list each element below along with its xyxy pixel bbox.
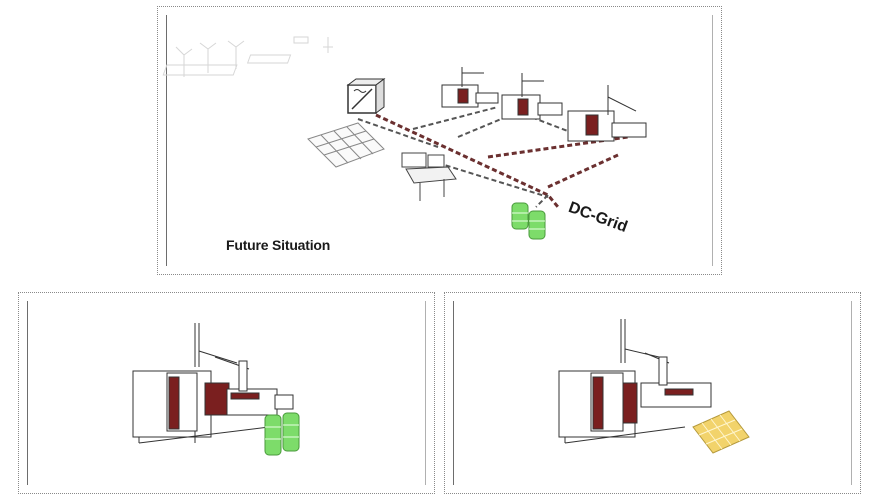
future-situation-panel: Future Situation DC-Grid bbox=[157, 6, 722, 275]
panel-frame bbox=[166, 15, 713, 266]
wind-turbines-icon bbox=[162, 36, 333, 77]
machine-icon bbox=[132, 323, 294, 444]
solar-machine-diagram bbox=[558, 319, 750, 454]
future-situation-diagram bbox=[162, 36, 647, 240]
machine-icon bbox=[558, 319, 712, 444]
panel-frame bbox=[27, 301, 426, 485]
dc-grid-lines bbox=[357, 106, 629, 208]
control-station-icon bbox=[401, 152, 457, 201]
battery-machine-panel bbox=[18, 292, 435, 494]
battery-icon bbox=[511, 202, 546, 240]
panel-frame bbox=[453, 301, 852, 485]
solar-panel-icon bbox=[307, 122, 385, 168]
solar-panel-icon bbox=[692, 410, 750, 454]
inverter-box-icon bbox=[346, 78, 386, 114]
battery-machine-diagram bbox=[132, 323, 300, 456]
solar-machine-panel bbox=[444, 292, 861, 494]
battery-icon bbox=[264, 412, 300, 456]
machine-icon bbox=[441, 67, 647, 142]
future-situation-label: Future Situation bbox=[226, 237, 331, 253]
